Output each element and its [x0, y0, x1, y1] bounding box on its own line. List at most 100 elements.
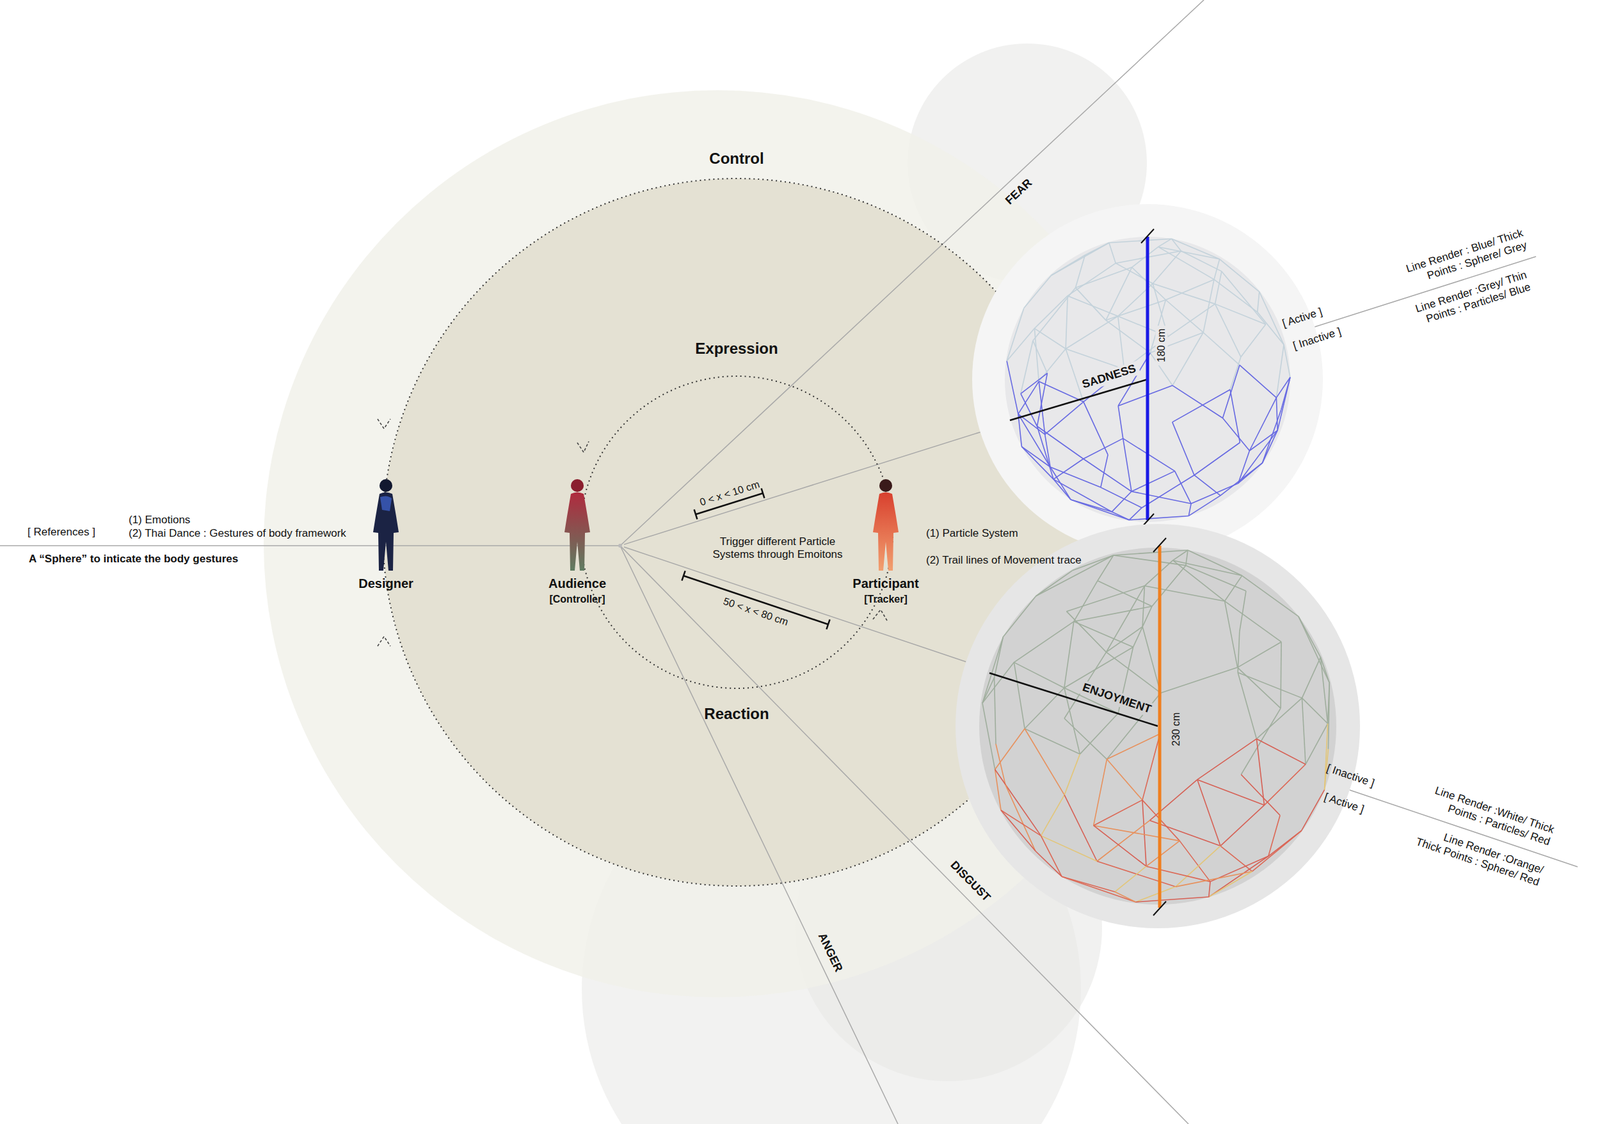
mesh-strut — [1224, 601, 1238, 669]
mesh-strut — [1106, 734, 1160, 760]
mesh-strut — [1083, 401, 1108, 456]
annotation: (2) Trail lines of Movement trace — [926, 554, 1082, 568]
mesh-strut — [1262, 430, 1279, 464]
mesh-strut — [1034, 295, 1068, 329]
height-bar — [1146, 236, 1150, 521]
annotation: [ Active ] — [1280, 305, 1324, 331]
annotation: DISGUST — [947, 858, 993, 905]
mesh-strut — [1083, 438, 1124, 459]
mesh-strut — [1283, 344, 1291, 378]
mesh-strut — [1064, 795, 1097, 863]
mesh-strut — [1251, 830, 1302, 872]
mesh-strut — [1128, 508, 1142, 521]
region-label: Control — [709, 149, 764, 169]
mesh-strut — [982, 637, 1003, 704]
mesh-strut — [1013, 622, 1074, 664]
mesh-strut — [1172, 389, 1231, 423]
annotation: (2) Thai Dance : Gestures of body framew… — [128, 527, 347, 541]
anger-ray — [620, 545, 898, 1124]
mesh-strut — [1257, 291, 1260, 313]
ray-connector — [624, 547, 966, 662]
mesh-strut — [1221, 271, 1266, 325]
mesh-strut — [1036, 426, 1083, 459]
mesh-strut — [1034, 328, 1039, 382]
sphere-illustration — [972, 204, 1323, 555]
mesh-strut — [1105, 300, 1167, 321]
person-node: Audience[Controller] — [537, 470, 624, 608]
mesh-strut — [1215, 304, 1241, 358]
mesh-strut — [1320, 657, 1328, 724]
mesh-strut — [1093, 800, 1143, 827]
figure-head — [879, 479, 893, 493]
mesh-strut — [1220, 805, 1265, 847]
mesh-strut — [1073, 622, 1134, 648]
figure-head — [379, 479, 393, 493]
mesh-strut — [1021, 446, 1054, 480]
mesh-strut — [1064, 718, 1107, 760]
person-name: Audience — [548, 576, 607, 592]
mesh-strut — [1024, 275, 1052, 309]
mesh-strut — [1150, 780, 1198, 822]
circle-outline — [580, 376, 893, 689]
figure-body — [872, 492, 899, 572]
mesh-strut — [1061, 876, 1136, 903]
mesh-strut — [1065, 348, 1124, 370]
mesh-strut — [1220, 846, 1253, 872]
mesh-strut — [1064, 754, 1080, 796]
mesh-strut — [1224, 601, 1282, 643]
height-tick — [1153, 901, 1167, 916]
mesh-strut — [1114, 892, 1136, 903]
mesh-strut — [1142, 586, 1145, 628]
cycle-chevron — [872, 609, 888, 621]
mesh-strut — [1024, 728, 1080, 755]
mesh-strut — [1105, 320, 1151, 354]
dotted-circle — [580, 376, 893, 689]
annotation: (1) Emotions — [128, 513, 191, 527]
mesh-strut — [1109, 238, 1172, 243]
mesh-strut — [1053, 458, 1084, 480]
mesh-strut — [1053, 479, 1071, 500]
mesh-strut — [1075, 255, 1086, 288]
mesh-strut — [1173, 560, 1225, 602]
mesh-strut — [1172, 385, 1223, 419]
height-tick — [1153, 538, 1167, 553]
mesh-strut — [1230, 357, 1241, 390]
cycle-chevron — [377, 419, 391, 429]
mesh-strut — [982, 662, 1014, 704]
mesh-strut — [994, 637, 1004, 679]
mesh-strut — [1215, 271, 1222, 304]
mesh-strut — [1180, 250, 1222, 272]
mesh-strut — [1188, 503, 1192, 516]
mesh-strut — [1131, 471, 1176, 492]
mesh-strut — [1277, 377, 1291, 431]
mesh-strut — [1040, 795, 1065, 837]
mesh-strut — [1093, 825, 1181, 841]
height-bar — [1158, 545, 1162, 909]
dotted-circle-region: ExpressionReactionAudience[Controller]Pa… — [580, 376, 893, 689]
mesh-strut — [1237, 672, 1257, 740]
figure-head — [570, 479, 584, 493]
mesh-strut — [1146, 866, 1211, 882]
mesh-strut — [1006, 360, 1019, 415]
annotation: 50 < x < 80 cm — [721, 595, 790, 629]
figure-patch — [380, 496, 392, 512]
mesh-strut — [1128, 515, 1189, 520]
mesh-strut — [1208, 881, 1211, 898]
annotation: [ Inactive ] — [1291, 325, 1343, 354]
mesh-strut — [1105, 586, 1145, 653]
annotation: [ Active ] — [1322, 791, 1366, 817]
mesh-strut — [1264, 764, 1306, 806]
mesh-strut — [1065, 316, 1119, 349]
mesh-strut — [1113, 550, 1188, 556]
person-figure — [538, 478, 616, 575]
person-figure — [847, 478, 925, 575]
person-node: Participant[Tracker] — [847, 470, 925, 608]
mesh-strut — [1131, 491, 1192, 504]
mesh-strut — [1191, 483, 1239, 504]
role-tag: [Tracker] — [864, 593, 908, 606]
mesh-strut — [1158, 238, 1172, 248]
annotation: Trigger different Particle Systems throu… — [711, 535, 845, 562]
wireframe-mesh — [982, 550, 1330, 903]
